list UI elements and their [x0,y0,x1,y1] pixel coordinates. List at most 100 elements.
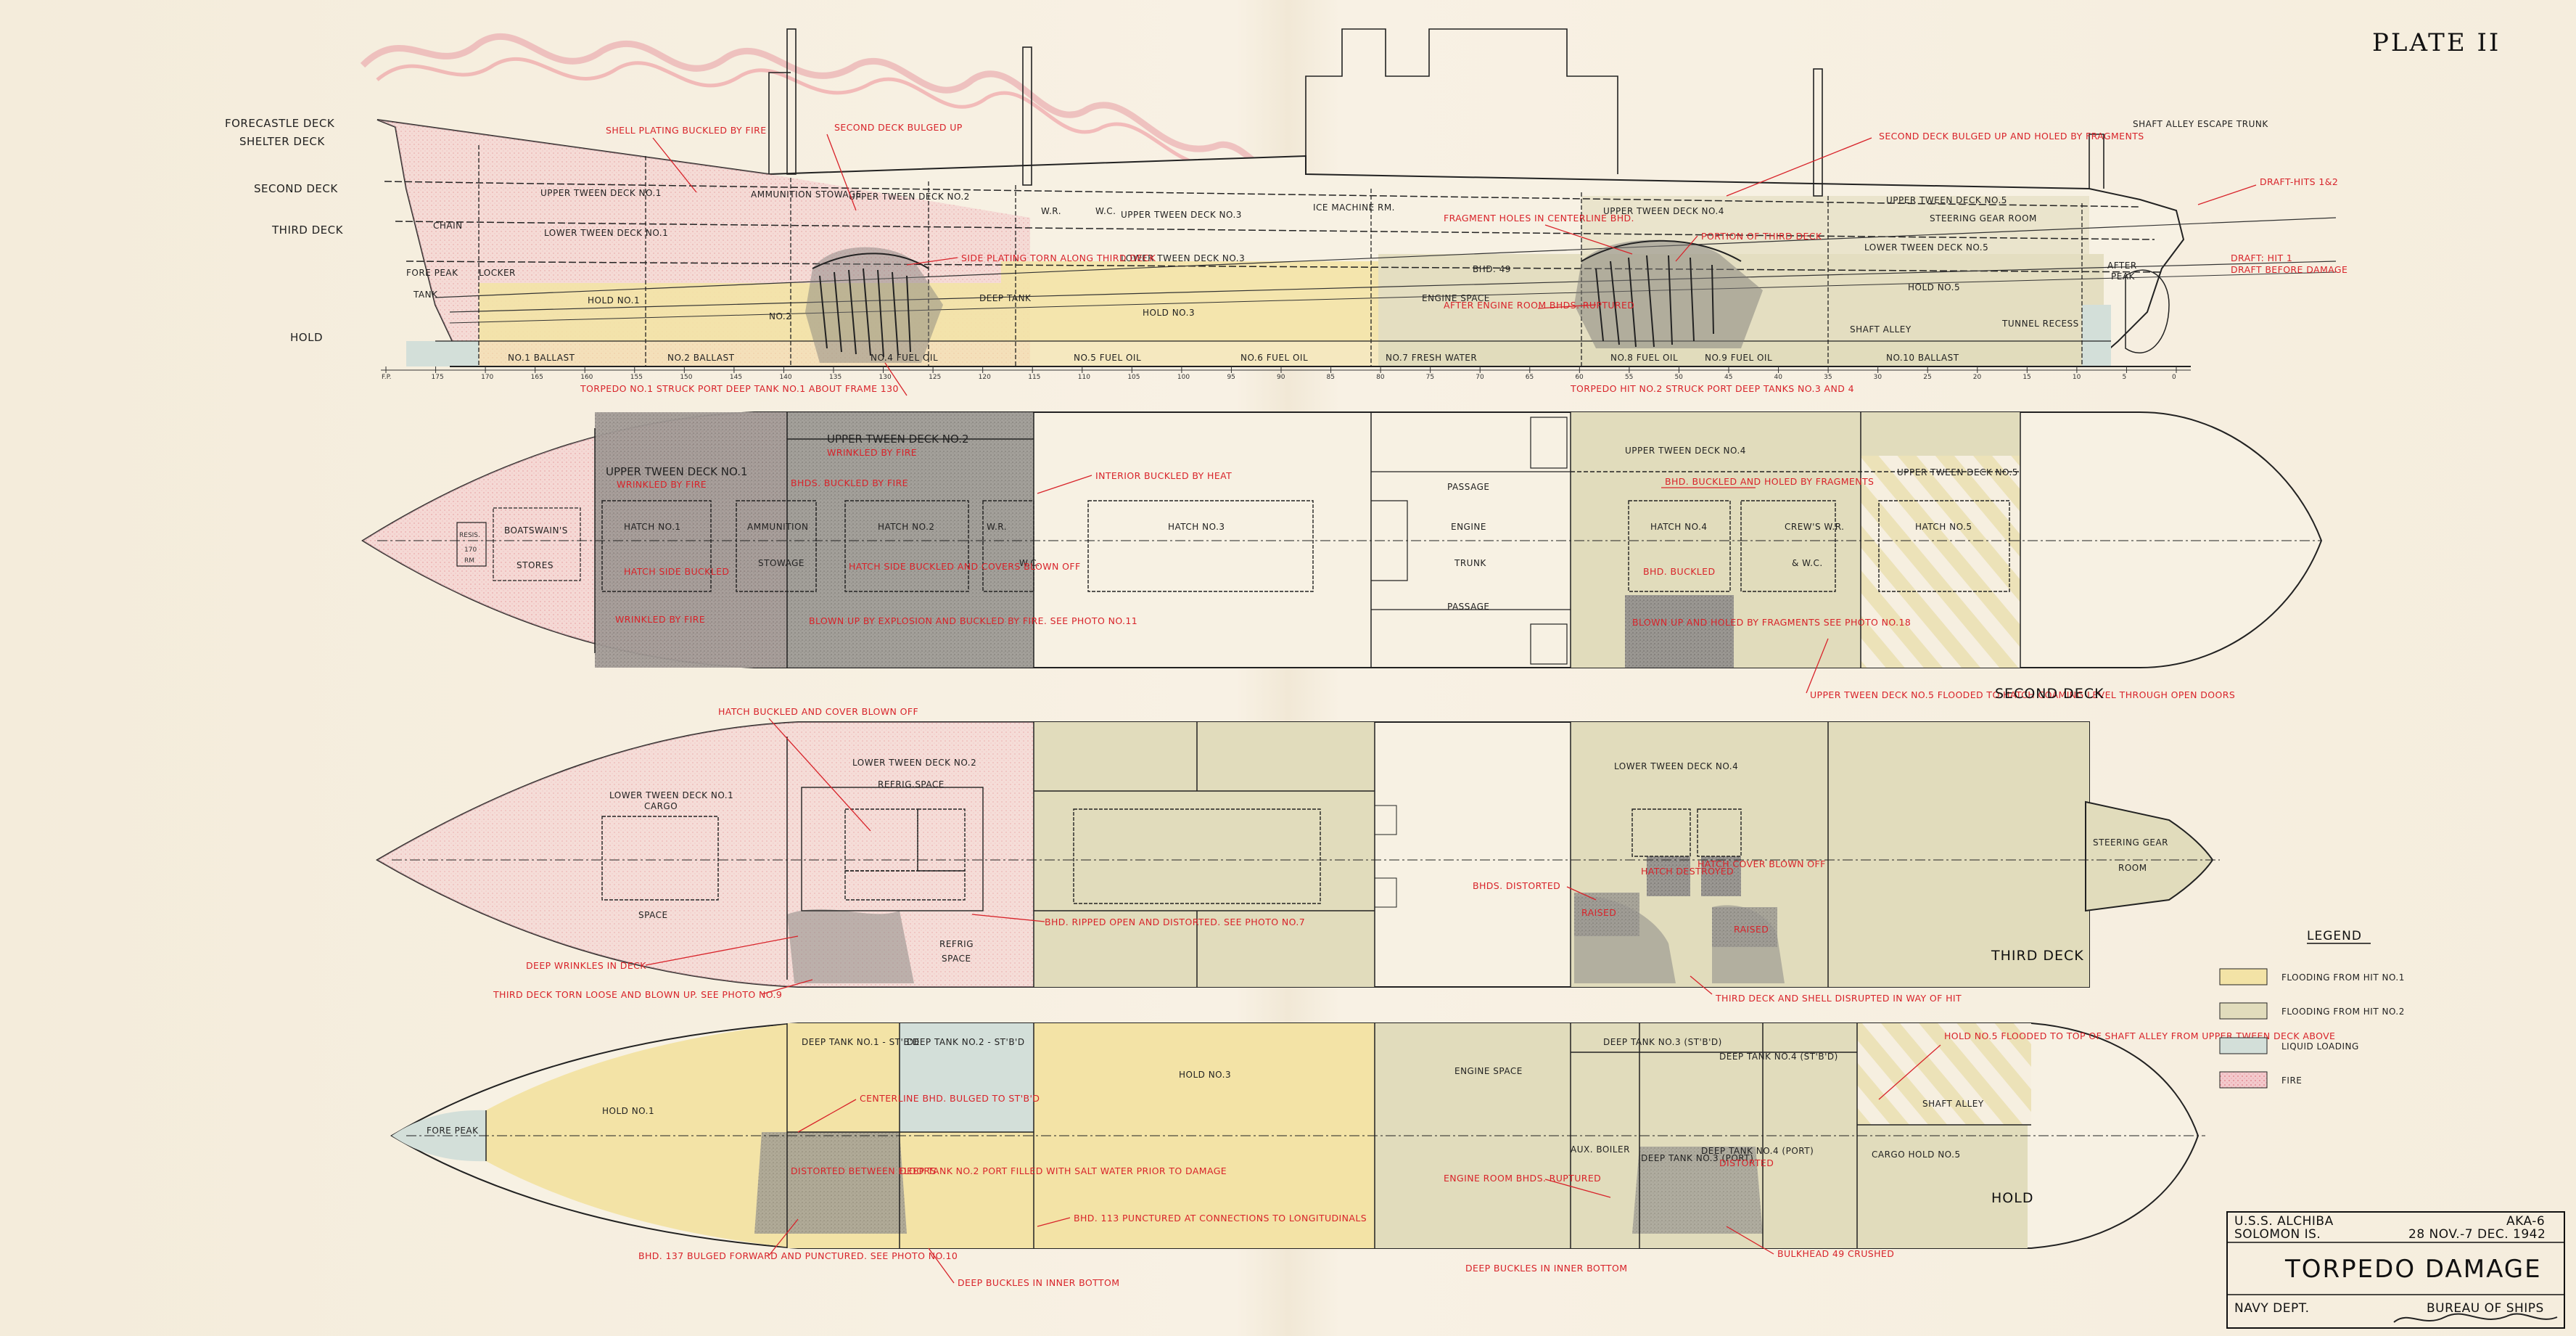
compartment-label: TRUNK [1454,558,1486,568]
annotation: PORTION OF THIRD DECK [1701,231,1822,242]
compartment-label: NO.5 FUEL OIL [1074,353,1141,363]
compartment-label: W.C. [1019,558,1040,568]
title-bureau: BUREAU OF SHIPS [2427,1301,2544,1316]
compartment-label: DEEP TANK NO.1 - ST'B'D [802,1037,920,1047]
frame-number: 125 [929,374,941,381]
annotation: WRINKLED BY FIRE [617,479,707,490]
annotation: SHELL PLATING BUCKLED BY FIRE [606,125,767,136]
frame-number: 100 [1177,374,1190,381]
annotation: DEEP BUCKLES IN INNER BOTTOM [958,1277,1119,1288]
frame-number: 120 [979,374,991,381]
frame-number: 155 [630,374,643,381]
compartment-label: REFRIG.SPACE [878,779,945,790]
annotation: BLOWN UP BY EXPLOSION AND BUCKLED BY FIR… [809,615,1137,626]
compartment-label: NO.6 FUEL OIL [1240,353,1308,363]
compartment-label: DEEP TANK [979,293,1032,303]
compartment-label: HATCH NO.4 [1650,522,1708,532]
annotation: DEEP WRINKLES IN DECK [526,960,646,971]
compartment-label: UPPER TWEEN DECK NO.5 [1897,467,2018,478]
annotation: FRAGMENT HOLES IN CENTERLINE BHD. [1444,213,1634,224]
profile-view: FORECASTLE DECK SHELTER DECK SECOND DECK… [225,28,2347,396]
annotation: SIDE PLATING TORN ALONG THIRD DECK [961,253,1156,263]
second-deck-title: SECOND DECK [1995,686,2104,702]
annotation: HATCH BUCKLED AND COVER BLOWN OFF [718,706,918,717]
frame-number: 5 [2122,374,2126,381]
compartment-label: RESIS. [459,532,480,539]
compartment-label: LOWER TWEEN DECK NO.1 [609,790,733,800]
frame-number: 115 [1028,374,1040,381]
compartment-label: STOWAGE [758,558,805,568]
profile-compartments: UPPER TWEEN DECK NO.1 AMMUNITION STOWAGE… [406,119,2268,363]
frame-number: 145 [730,374,742,381]
compartment-label: LOWER TWEEN DECK NO.5 [1864,242,1988,253]
compartment-label: AMMUNITION [747,522,809,532]
frame-number: 90 [1277,374,1285,381]
title-main: TORPEDO DAMAGE [2284,1255,2542,1284]
title-dates: 28 NOV.-7 DEC. 1942 [2408,1227,2546,1242]
annotation: BHD. BUCKLED AND HOLED BY FRAGMENTS [1665,476,1874,487]
profile-annotations: SHELL PLATING BUCKLED BY FIRE SECOND DEC… [580,122,2347,396]
frame-number: 95 [1227,374,1235,381]
compartment-label: ROOM [2118,863,2147,873]
annotation: HATCH SIDE BUCKLED [624,566,729,577]
frame-number: 170 [481,374,493,381]
compartment-label: SPACE [638,910,668,920]
hold-compartments: FORE PEAK HOLD NO.1 DEEP TANK NO.1 - ST'… [427,1037,1983,1163]
legend-item: LIQUID LOADING [2219,1037,2358,1054]
compartment-label: PEAK [2111,271,2136,282]
compartment-label: CARGO [644,801,678,811]
frame-number: 0 [2172,374,2176,381]
compartment-label: & W.C. [1792,558,1823,568]
compartment-label: DEEP TANK NO.4 (ST'B'D) [1719,1052,1838,1062]
frame-number: 85 [1327,374,1335,381]
frame-number: 40 [1774,374,1783,381]
compartment-label: REFRIG [939,939,974,949]
annotation: DISTORTED [1719,1157,1774,1168]
annotation: THIRD DECK AND SHELL DISRUPTED IN WAY OF… [1715,993,1962,1004]
compartment-label: ENGINE SPACE [1454,1066,1523,1076]
frame-number: 20 [1973,374,1982,381]
annotation: WRINKLED BY FIRE [615,614,705,625]
profile-deck-label: SECOND DECK [254,182,338,195]
compartment-label: HATCH NO.3 [1168,522,1225,532]
second-deck-compartments: RESIS. 170 RM BOATSWAIN'S STORES UPPER T… [459,433,2018,612]
annotation: TORPEDO HIT NO.2 STRUCK PORT DEEP TANKS … [1570,383,1854,394]
annotation: DRAFT-HITS 1&2 [2260,176,2338,187]
compartment-label: DEEP TANK NO.3 (ST'B'D) [1603,1037,1722,1047]
compartment-label: STEERING GEAR [2093,837,2168,848]
compartment-label: ICE MACHINE RM. [1313,202,1395,213]
annotation: BHD. 113 PUNCTURED AT CONNECTIONS TO LON… [1074,1213,1367,1224]
hold-plan: FORE PEAK HOLD NO.1 DEEP TANK NO.1 - ST'… [390,1023,2335,1288]
frame-number: 50 [1674,374,1683,381]
frame-number: F.P. [382,374,391,381]
third-deck-title: THIRD DECK [1991,948,2084,964]
signature-scribble [2393,1313,2558,1323]
compartment-label: ENGINE SPACE [1422,293,1490,303]
compartment-label: UPPER TWEEN DECK NO.5 [1886,195,2007,205]
frame-number: 105 [1127,374,1140,381]
annotation: BLOWN UP AND HOLED BY FRAGMENTS SEE PHOT… [1632,617,1911,628]
compartment-label: AUX. BOILER [1571,1144,1630,1155]
title-dept: NAVY DEPT. [2234,1301,2310,1316]
compartment-label: RAISED [1734,924,1769,935]
compartment-label: UPPER TWEEN DECK NO.4 [1603,206,1724,216]
legend-item: FIRE [2219,1071,2302,1089]
compartment-label: HATCH NO.1 [624,522,681,532]
title-location: SOLOMON IS. [2234,1227,2321,1242]
compartment-label: CARGO HOLD NO.5 [1872,1149,1961,1160]
frame-number: 75 [1426,374,1434,381]
compartment-label: LOWER TWEEN DECK NO.4 [1614,761,1738,771]
annotation: DISTORTED BETWEEN FLOORS [791,1165,937,1176]
profile-deck-label: THIRD DECK [271,224,344,237]
compartment-label: UPPER TWEEN DECK NO.2 [827,433,969,446]
damage-sketch-hit1 [805,247,943,363]
compartment-label: RM [464,557,474,565]
compartment-label: TANK [413,290,438,300]
annotation: BHDS. DISTORTED [1473,880,1560,891]
compartment-label: DEEP TANK NO.2 - ST'B'D [907,1037,1025,1047]
compartment-label: CREW'S W.R. [1785,522,1844,532]
annotation: WRINKLED BY FIRE [827,447,917,458]
